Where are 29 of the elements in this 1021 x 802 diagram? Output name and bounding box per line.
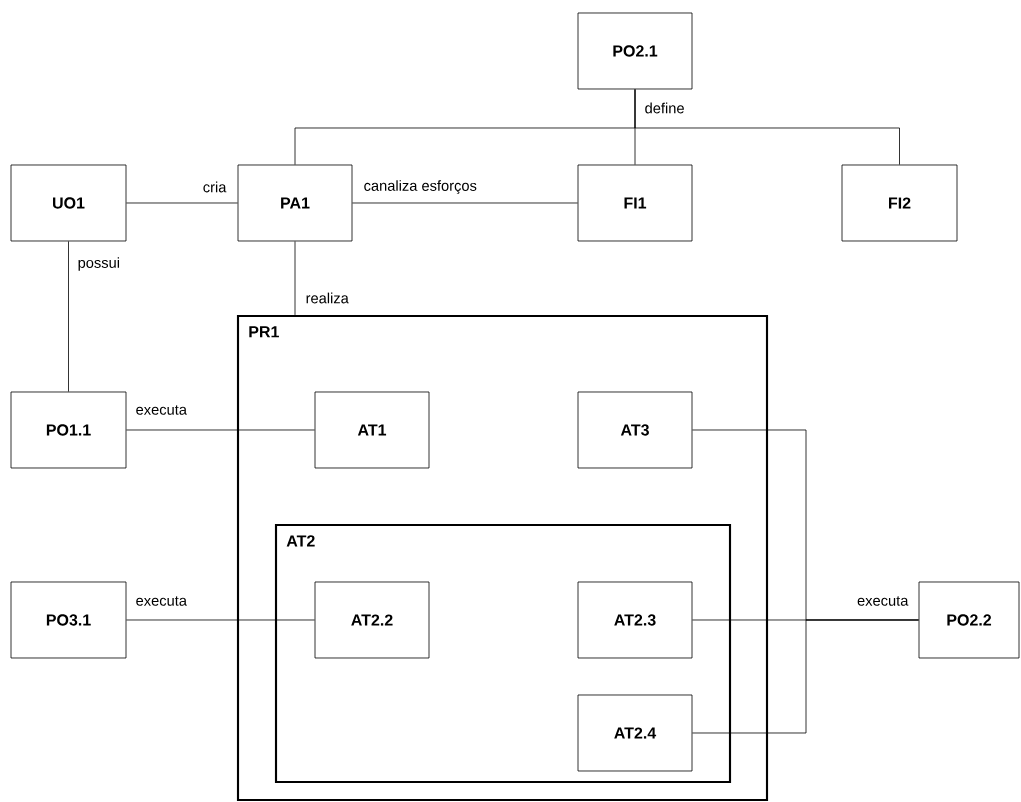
connector-line (294, 241, 296, 316)
edge-label: cria (201, 180, 228, 194)
entity-box: AT3 (577, 391, 693, 469)
edge-label: canaliza esforços (362, 178, 479, 196)
connector-line (692, 619, 919, 734)
connector-line (126, 429, 315, 431)
entity-box: AT2.3 (577, 581, 693, 659)
edge-label: possui (76, 255, 122, 273)
connector-line (126, 619, 315, 621)
entity-box: FI2 (841, 164, 958, 242)
entity-box: PO3.1 (10, 581, 127, 659)
entity-box: PO2.1 (577, 12, 693, 90)
entity-box: UO1 (10, 164, 127, 242)
entity-box: PA1 (237, 164, 353, 242)
entity-box: AT2.2 (314, 581, 430, 659)
entity-box: FI1 (577, 164, 693, 242)
edge-label: executa (855, 594, 910, 608)
entity-box: AT1 (314, 391, 430, 469)
edge-label: executa (134, 594, 189, 608)
connector-line (352, 202, 578, 204)
entity-box: PO1.1 (10, 391, 127, 469)
edge-label: executa (134, 403, 189, 417)
connector-line (68, 241, 69, 392)
entity-box: PO2.2 (918, 581, 1020, 659)
connector-line (126, 202, 238, 204)
edge-label: define (643, 101, 686, 115)
connector-line (634, 89, 900, 165)
edge-label: realiza (304, 291, 351, 305)
entity-box: AT2.4 (577, 694, 693, 772)
